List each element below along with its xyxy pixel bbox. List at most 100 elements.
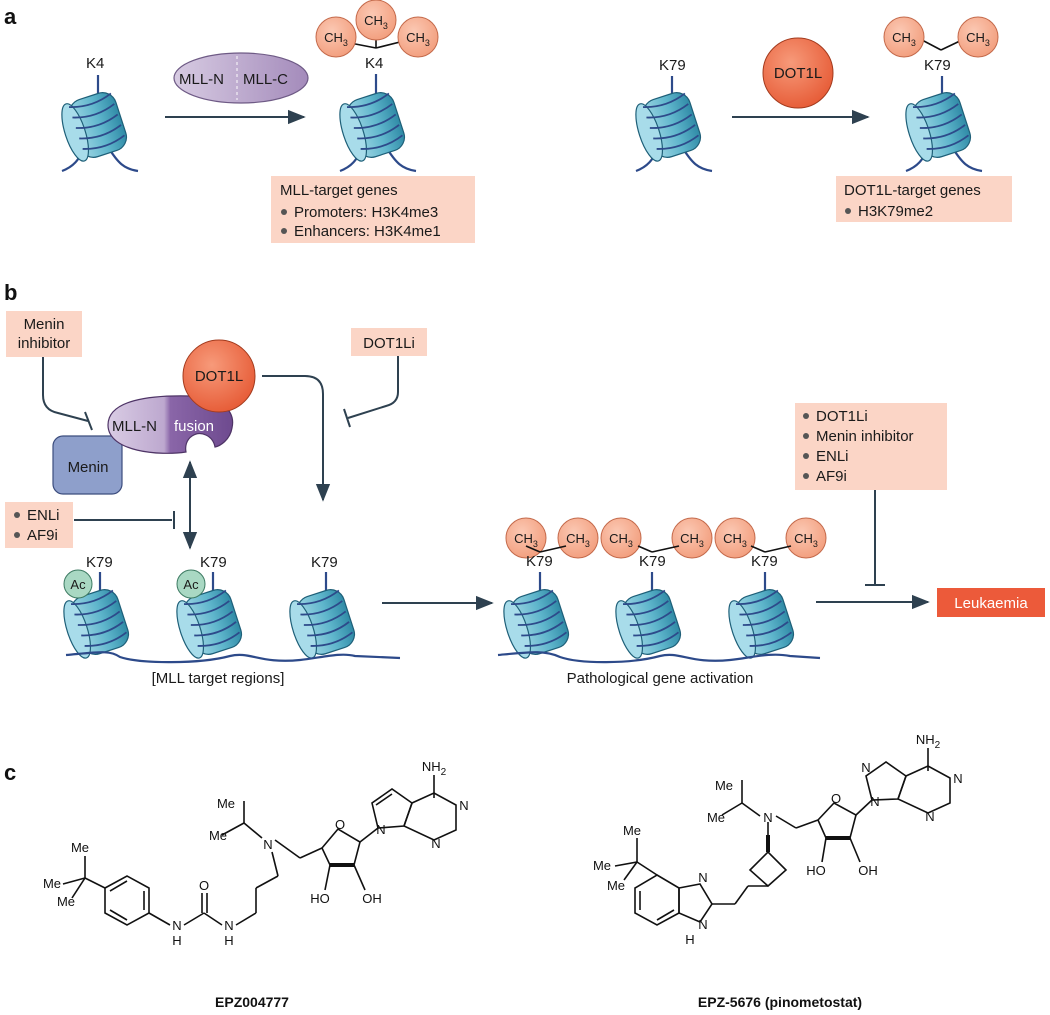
dot1l-target-item-1: H3K79me2	[858, 203, 933, 220]
me-label-7: Me	[707, 810, 725, 825]
dot1l-enzyme-a	[762, 37, 834, 109]
mll-n-fusion-label-1: MLL-N	[112, 418, 157, 435]
bullet	[14, 532, 20, 538]
dot1l-target-box	[836, 176, 1012, 222]
menin-inhibitor-line2: inhibitor	[18, 335, 71, 352]
nucleosome-a2	[339, 74, 417, 173]
bullet	[803, 413, 809, 419]
methyl-bond	[651, 545, 680, 553]
k79-label-unmodified: K79	[659, 57, 686, 74]
pyrimidine-ring-2	[897, 765, 951, 814]
dna-coil	[297, 589, 340, 605]
ch3-label: CH3	[723, 531, 747, 549]
ch3-bubble	[957, 16, 999, 58]
histone-octamer	[615, 589, 682, 659]
o-label-ribose-2: O	[831, 791, 841, 806]
dot1li-bar	[343, 408, 351, 428]
methyl-bond-4	[921, 39, 942, 51]
methyl-bond	[525, 545, 541, 553]
dna-coil	[307, 621, 350, 637]
ch3-bubble	[315, 16, 357, 58]
histone-face	[339, 103, 368, 162]
enli-label: ENLi	[27, 507, 60, 524]
dot1l-target-title: DOT1L-target genes	[844, 182, 981, 199]
k79-label-methylated: K79	[924, 57, 951, 74]
dna-coil	[79, 124, 122, 140]
nucleosome-a1	[61, 75, 139, 173]
k79-label-b1: K79	[86, 554, 113, 571]
n-label-9: N	[698, 917, 707, 932]
dna-coil	[916, 103, 959, 119]
bond	[359, 827, 379, 843]
bond	[109, 880, 128, 892]
ch3-bubble	[671, 517, 713, 559]
nucleosome-b1	[63, 572, 130, 659]
ch3-label: CH3	[514, 531, 538, 549]
dna-coil	[913, 92, 956, 108]
dna-coil	[736, 589, 779, 605]
dna-strand-right	[497, 651, 821, 664]
dna-coil	[653, 124, 696, 140]
me-label-5: Me	[57, 894, 75, 909]
histone-face	[176, 600, 205, 659]
bond	[614, 861, 638, 867]
bond	[656, 909, 675, 921]
mll-target-regions-label: [MLL target regions]	[152, 670, 285, 687]
k4-label-methylated: K4	[365, 55, 383, 72]
dna-coil	[636, 631, 680, 647]
dna-coil	[77, 610, 121, 626]
bond	[221, 822, 245, 836]
histone-octamer	[176, 589, 243, 659]
dna-coil	[347, 92, 390, 108]
benzene-ring-1	[104, 875, 150, 926]
ac-label-1: Ac	[70, 577, 86, 592]
k79-label-b2: K79	[200, 554, 227, 571]
ch3-label: CH3	[406, 30, 430, 48]
ch3-label: CH3	[794, 531, 818, 549]
epz004777-structure	[62, 775, 457, 926]
n-label-11: N	[861, 760, 870, 775]
bond	[375, 793, 393, 806]
mll-target-item-1: Promoters: H3K4me3	[294, 204, 438, 221]
dna-coil	[633, 621, 676, 637]
dna-coil	[629, 610, 673, 626]
h-label-2: H	[224, 933, 233, 948]
h-label-1: H	[172, 933, 181, 948]
dna-coil	[749, 631, 793, 647]
k79-label-b4: K79	[526, 553, 553, 570]
k4-label-unmodified: K4	[86, 55, 104, 72]
dna-coil	[84, 631, 128, 647]
bond	[299, 847, 323, 859]
dna-coil	[360, 134, 404, 150]
bond	[271, 851, 279, 877]
oh-label-1: OH	[362, 891, 382, 906]
n-label-6: N	[431, 836, 440, 851]
dna-coil	[656, 134, 700, 150]
dna-coil	[919, 113, 963, 129]
bullet	[845, 208, 851, 214]
dna-coil	[524, 631, 568, 647]
bond	[255, 875, 279, 889]
dot1li-label: DOT1Li	[363, 335, 415, 352]
n-label-12: N	[953, 771, 962, 786]
nucleosome-b6	[728, 572, 795, 659]
enl-af9-inhibitor-box	[5, 502, 73, 548]
bond	[62, 877, 86, 885]
ch3-label: CH3	[566, 531, 590, 549]
inhib-item-4: AF9i	[816, 468, 847, 485]
menin-protein	[52, 435, 123, 495]
ch3-bubble	[557, 517, 599, 559]
ch3-bubble	[355, 0, 397, 41]
o-label-urea: O	[199, 878, 209, 893]
dna-coil	[739, 600, 782, 616]
mll-c-label: MLL-C	[243, 71, 288, 88]
epz5676-structure	[614, 748, 951, 926]
benzene-ring-2	[634, 874, 680, 926]
ribose-ring-1	[321, 827, 361, 866]
dna-coil	[514, 600, 557, 616]
o-label-ribose-1: O	[335, 817, 345, 832]
me-label-4: Me	[43, 876, 61, 891]
k79-label-b5: K79	[639, 553, 666, 570]
dna-coil	[923, 124, 966, 140]
